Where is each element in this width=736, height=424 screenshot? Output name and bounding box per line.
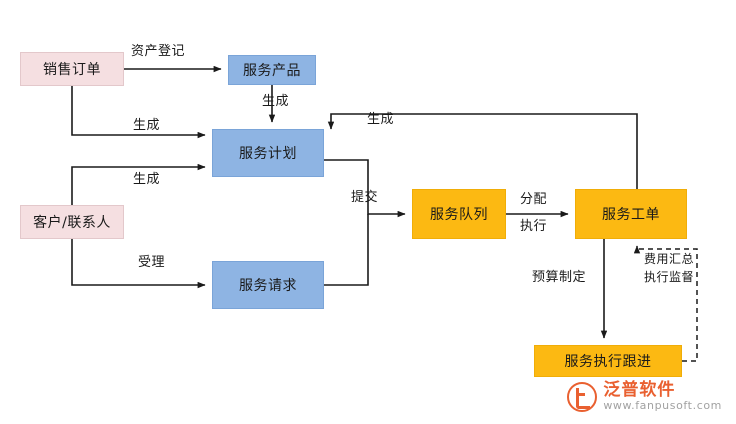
node-service-order[interactable]: 服务工单 <box>575 189 687 239</box>
node-customer-contact[interactable]: 客户/联系人 <box>20 205 124 239</box>
edge-label-assign: 分配 <box>520 192 548 207</box>
edge-label-generate-workorder-to-plan: 生成 <box>367 112 395 127</box>
node-label: 服务工单 <box>602 207 660 223</box>
edge-label-budget-planning: 预算制定 <box>532 270 587 285</box>
edge-label-execute: 执行 <box>520 219 548 234</box>
edge-label-generate-customer-to-plan: 生成 <box>133 172 161 187</box>
edge-label-execution-supervision: 执行监督 <box>644 270 695 284</box>
node-label: 销售订单 <box>43 62 101 78</box>
watermark-text: 泛普软件 www.fanpusoft.com <box>603 380 722 413</box>
node-service-request[interactable]: 服务请求 <box>212 261 324 309</box>
watermark-brand-url: www.fanpusoft.com <box>603 399 722 413</box>
edge-label-accept: 受理 <box>138 255 166 270</box>
edge-label-generate-product-to-plan: 生成 <box>262 94 290 109</box>
watermark-logo: 泛普软件 www.fanpusoft.com <box>567 380 722 413</box>
node-sales-order[interactable]: 销售订单 <box>20 52 124 86</box>
edge-label-submit: 提交 <box>351 190 379 205</box>
node-label: 服务队列 <box>430 207 488 223</box>
edge-label-cost-summary: 费用汇总 <box>644 252 695 266</box>
node-label: 服务执行跟进 <box>564 354 652 370</box>
node-service-execution-follow-up[interactable]: 服务执行跟进 <box>534 345 682 377</box>
edge-label-generate-order-to-plan: 生成 <box>133 118 161 133</box>
node-label: 服务计划 <box>239 146 297 162</box>
edge-label-asset-registration: 资产登记 <box>131 44 186 59</box>
node-label: 服务产品 <box>243 63 301 79</box>
node-label: 客户/联系人 <box>33 215 111 231</box>
node-service-product[interactable]: 服务产品 <box>228 55 316 85</box>
node-service-plan[interactable]: 服务计划 <box>212 129 324 177</box>
node-service-queue[interactable]: 服务队列 <box>412 189 506 239</box>
node-label: 服务请求 <box>239 278 297 294</box>
watermark-brand-cn: 泛普软件 <box>603 380 676 401</box>
fanpu-logo-icon <box>567 382 598 412</box>
